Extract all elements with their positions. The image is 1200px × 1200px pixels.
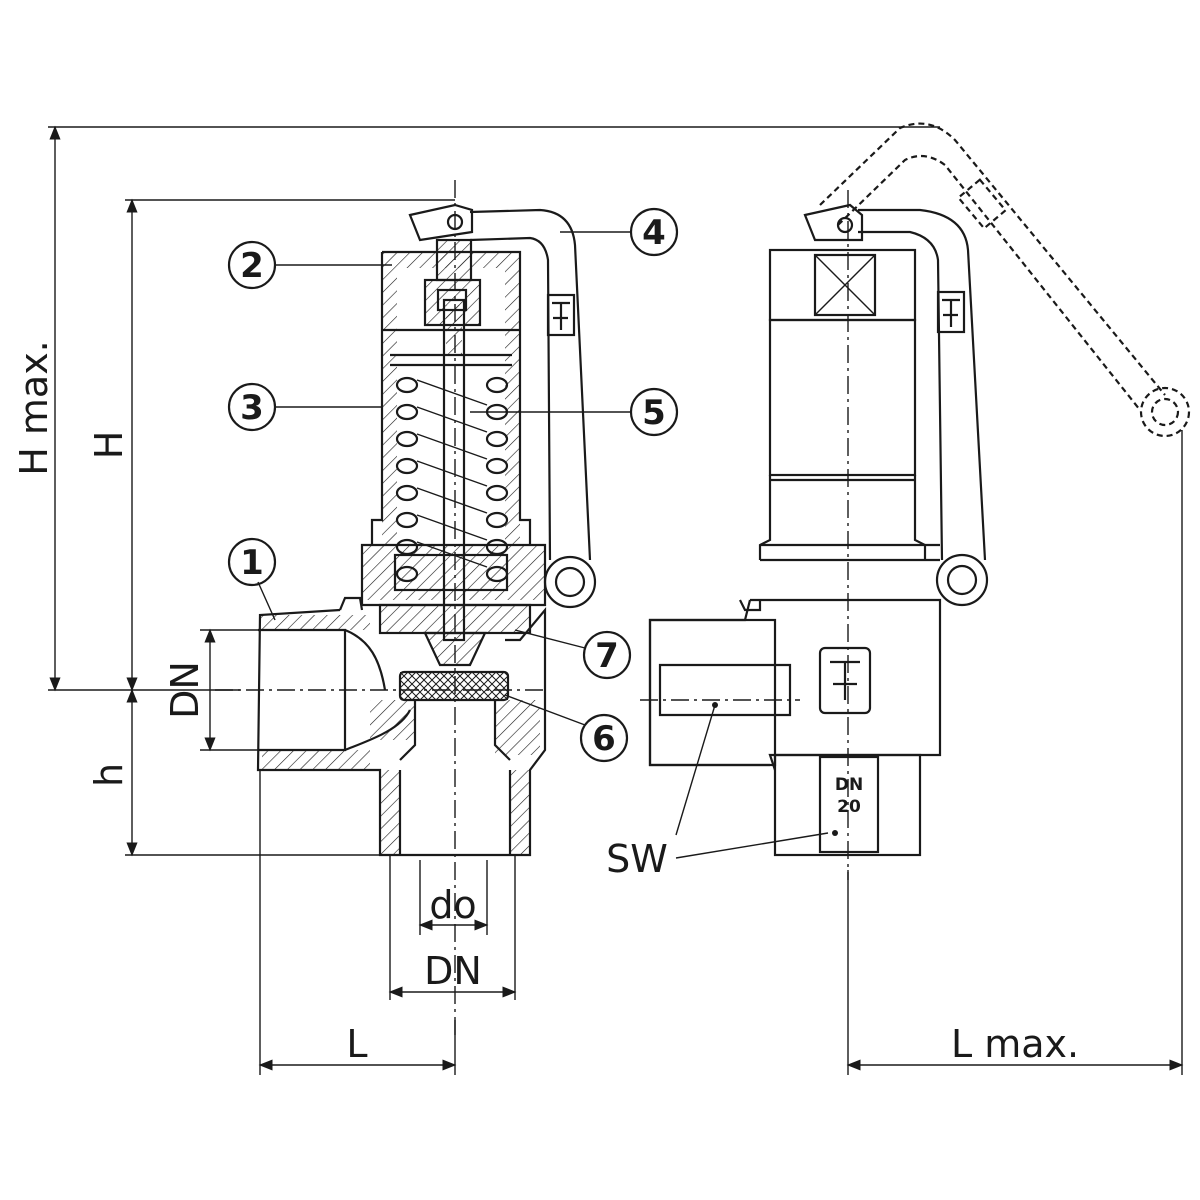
- callout-7: 7: [595, 636, 619, 676]
- external-valve-view: DN 20: [640, 122, 1191, 880]
- small-h-label: h: [87, 763, 131, 787]
- callout-6: 6: [592, 719, 616, 759]
- dimension-lines: [48, 125, 1184, 1075]
- l-label: L: [346, 1022, 367, 1066]
- lifting-lever-left: [469, 208, 597, 609]
- h-max-label: H max.: [12, 340, 56, 476]
- callout-3: 3: [240, 388, 264, 428]
- callouts: 1 2 3 4 5 6 7: [227, 207, 679, 763]
- do-label: do: [429, 883, 476, 927]
- l-max-label: L max.: [951, 1022, 1079, 1066]
- right-lever-logo-icon: [936, 290, 966, 334]
- nameplate-line-2: 20: [837, 797, 861, 817]
- sw-leaders: [675, 702, 829, 859]
- callout-4: 4: [642, 213, 666, 253]
- sectioned-valve-view: [215, 180, 547, 1040]
- callout-5: 5: [642, 393, 666, 433]
- valve-manufacturer-logo-icon: [818, 646, 872, 715]
- h-label: H: [87, 431, 131, 460]
- sw-label: SW: [606, 837, 668, 881]
- nameplate-line-1: DN: [835, 775, 863, 795]
- callout-1: 1: [240, 543, 264, 583]
- dn-bottom-label: DN: [424, 949, 482, 993]
- lever-logo-icon: [546, 293, 576, 337]
- dn-side-label: DN: [163, 661, 207, 719]
- callout-2: 2: [240, 246, 264, 286]
